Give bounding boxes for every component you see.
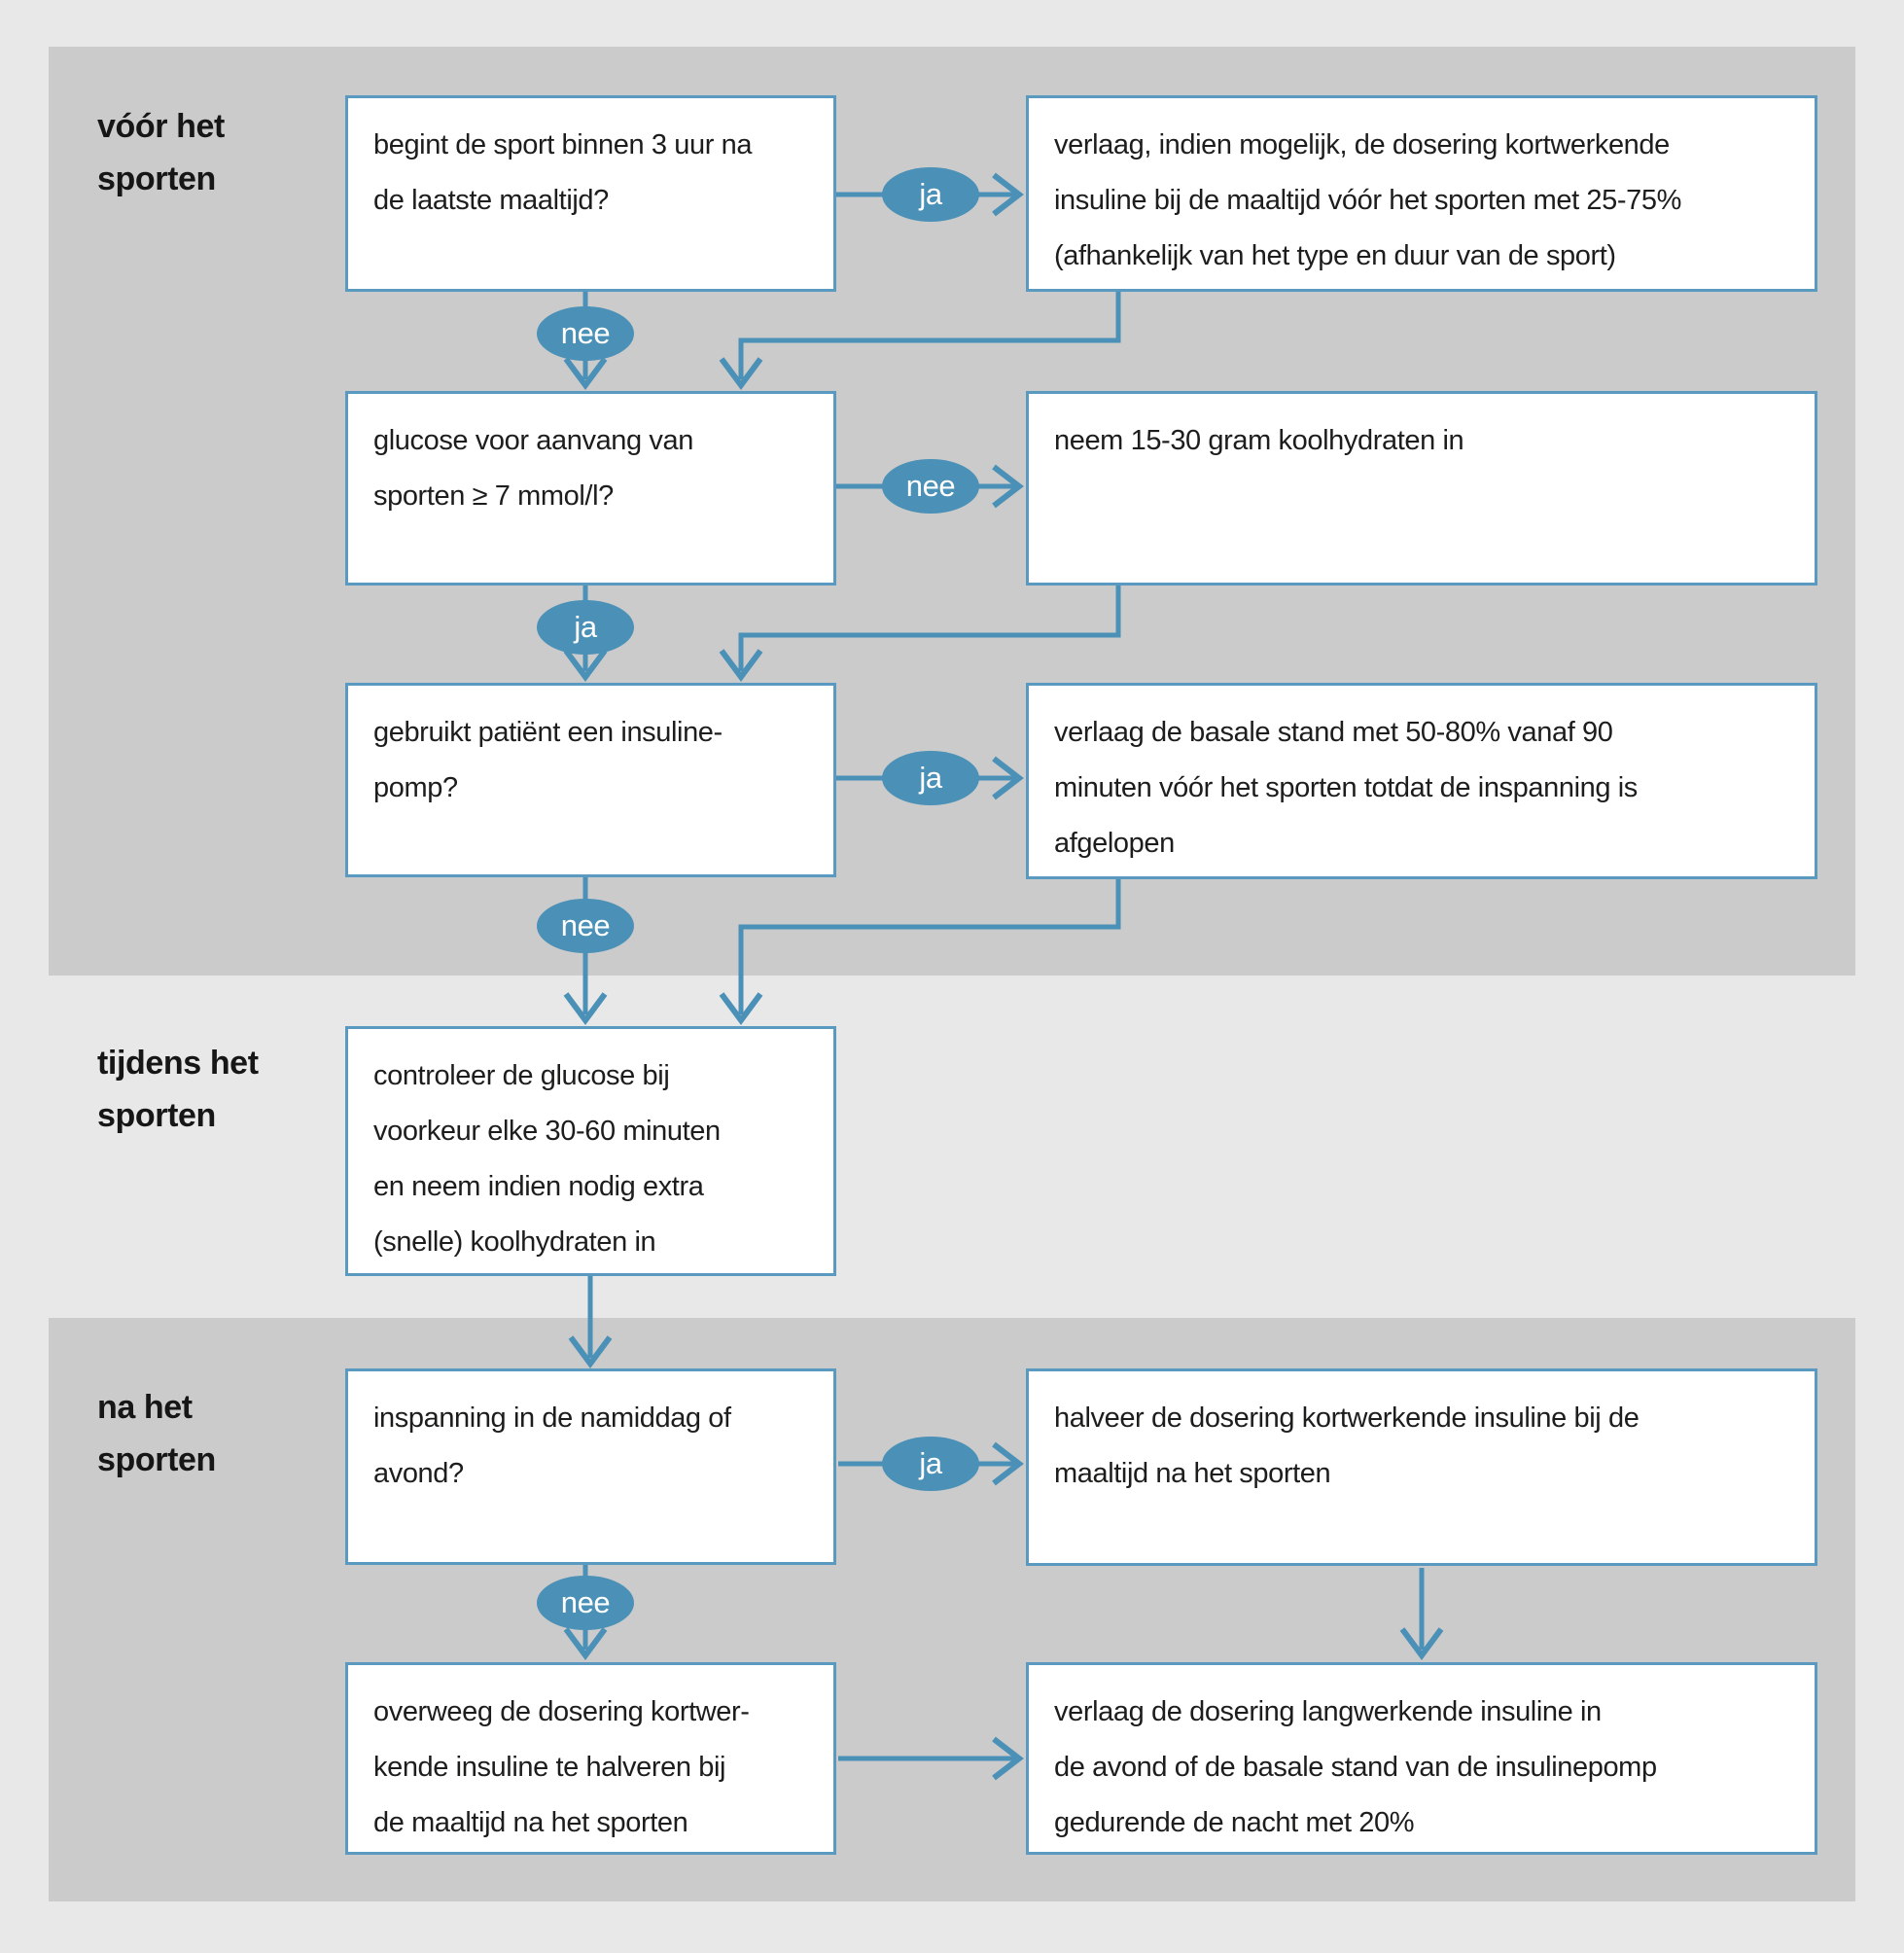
flow-box-action-reduce-short-acting: verlaag, indien mogelijk, de dosering ko… <box>1026 95 1817 292</box>
decision-oval-glucose-ja: ja <box>537 600 634 655</box>
flow-box-action-reduce-long-acting: verlaag de dosering langwerkende insulin… <box>1026 1662 1817 1855</box>
flow-box-action-reduce-basal-rate: verlaag de basale stand met 50-80% vanaf… <box>1026 683 1817 879</box>
decision-oval-meal-ja: ja <box>882 167 979 222</box>
section-label-before-sport: vóór het sporten <box>97 108 225 197</box>
decision-oval-glucose-nee: nee <box>882 459 979 514</box>
flow-box-action-consider-halving: overweeg de dosering kortwer- kende insu… <box>345 1662 836 1855</box>
decision-oval-meal-nee: nee <box>537 306 634 361</box>
flow-box-question-insulin-pump: gebruikt patiënt een insuline- pomp? <box>345 683 836 877</box>
decision-oval-evening-ja: ja <box>882 1437 979 1491</box>
flow-box-question-meal-timing: begint de sport binnen 3 uur na de laats… <box>345 95 836 292</box>
decision-oval-pump-nee: nee <box>537 899 634 953</box>
section-label-after-sport: na het sporten <box>97 1389 216 1478</box>
section-label-during-sport: tijdens het sporten <box>97 1045 259 1134</box>
decision-oval-pump-ja: ja <box>882 751 979 805</box>
flow-box-action-halve-short-acting: halveer de dosering kortwerkende insulin… <box>1026 1368 1817 1566</box>
arrowhead-basal-to-monitor <box>719 992 763 1026</box>
flow-box-question-glucose-level: glucose voor aanvang van sporten ≥ 7 mmo… <box>345 391 836 586</box>
flow-box-action-monitor-glucose: controleer de glucose bij voorkeur elke … <box>345 1026 836 1276</box>
arrowhead-pump-nee <box>563 992 608 1026</box>
flow-box-question-evening-effort: inspanning in de namiddag of avond? <box>345 1368 836 1565</box>
decision-oval-evening-nee: nee <box>537 1576 634 1630</box>
flow-box-action-take-carbs: neem 15-30 gram koolhydraten in <box>1026 391 1817 586</box>
